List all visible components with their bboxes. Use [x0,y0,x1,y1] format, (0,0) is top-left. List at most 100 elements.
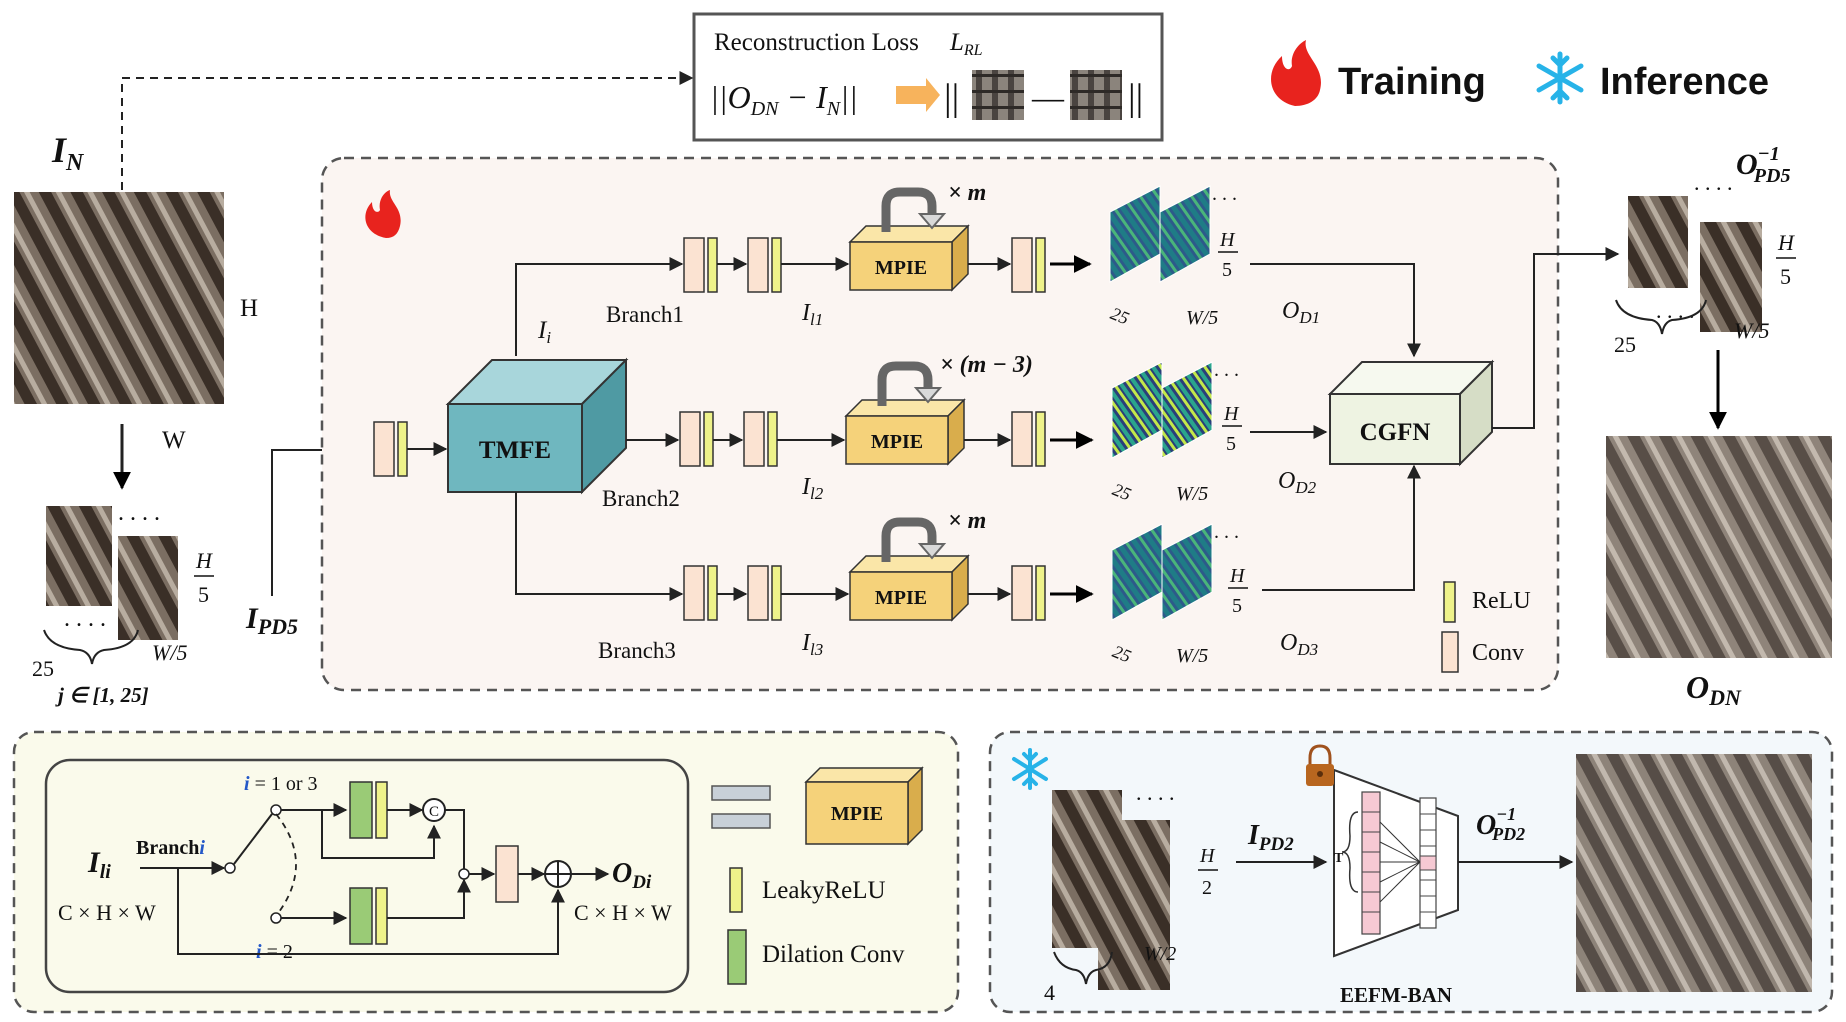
i2-label: i = 2 [256,941,293,963]
relu-block [1035,237,1046,293]
branch3-wire [515,492,684,601]
flame-icon [1271,40,1321,106]
leakyrelu-block [375,887,388,945]
pd-subimage-1 [46,506,112,606]
branch1-row: Il1 MPIE × m [683,180,1092,329]
conv-block [679,411,701,467]
conv-block [495,845,519,903]
denoised-output-image [1606,436,1832,658]
dims-in: C × H × W [58,900,156,925]
training-flame-icon [365,190,401,238]
pd2-den: 2 [1202,877,1212,899]
tmfe-block: TMFE [445,357,629,495]
residual-skip [177,868,565,955]
loss-symbol: LRL [949,29,983,59]
eefm-ban-block: T EEFM-BAN [1306,744,1459,1007]
switch-node [224,862,236,874]
loss-bars-right: || [1128,77,1143,119]
snowflake-icon [1536,51,1584,105]
il2-label: Il2 [801,474,824,503]
relu-block [767,411,778,467]
input-height-label: H [240,295,258,322]
merge-node [458,868,470,880]
conv-block [743,411,765,467]
equals-bar-top [711,785,771,801]
dilation-legend-swatch [727,929,747,985]
fm-dots: . . . [1214,521,1239,543]
odi-label: ODi [612,858,652,893]
opd5-subimage-2 [1700,222,1762,332]
repeat-2: × (m − 3) [940,352,1033,378]
relu-block [703,411,714,467]
input-width-label: W [162,427,186,454]
relu-block [397,421,408,477]
legend-inference: Inference [1536,51,1769,105]
opd5-h: H [1777,230,1795,255]
od1-wire [1250,263,1421,358]
relu-legend-swatch [1443,581,1456,623]
feature-map-3: H 5 W/5 25 . . . [1110,521,1248,667]
pd-count: 25 [32,656,54,681]
dilation-conv-block [349,887,373,945]
mpie-block-2 [845,415,949,465]
concat-label: C [429,804,439,820]
pd-h-den: 5 [198,582,209,607]
repeat-1: × m [948,180,986,206]
fm-dots: . . . [1214,359,1239,381]
pd2-count: 4 [1044,980,1055,1005]
conv-legend-swatch [1441,631,1459,673]
odn-label: ODN [1686,669,1742,710]
switch-dashed [275,813,297,917]
mpie-label: MPIE [875,257,927,279]
conv-block [747,237,769,293]
opd5-subimage-1 [1628,196,1688,288]
relu-block [1035,411,1046,467]
feature-map-1: H 5 W/5 25 . . . [1108,183,1238,329]
ipd2-label: IPD2 [1247,820,1294,855]
mpie-label: MPIE [871,431,923,453]
switch-arm [233,813,273,865]
fm-w: W/5 [1176,645,1208,667]
target-thumbnail [1070,70,1122,120]
pd-dots-bottom: . . . . [64,606,106,632]
pd-dots-top: . . . . [118,500,160,526]
upper-skip [321,810,441,859]
conv-legend-label: Conv [1472,640,1524,666]
od2-label: OD2 [1278,468,1317,497]
inference-output-image [1576,754,1812,992]
lock-icon [1306,744,1334,786]
opd5-w: W/5 [1734,318,1769,343]
output-thumbnail [972,70,1024,120]
training-label: Training [1338,61,1486,103]
fm-den: 5 [1222,259,1232,281]
loop-arrow-icon [877,361,933,406]
conv-block [1011,411,1033,467]
loss-bars-left: || [944,77,959,119]
leakyrelu-block [375,781,388,839]
conv-block [373,421,395,477]
tmfe-label: TMFE [479,437,551,464]
loss-title: Reconstruction Loss [714,29,919,56]
ipd5-label: IPD5 [245,602,298,639]
branch3-row: Il3 MPIE × m [683,508,1094,659]
legend-training: Training [1271,40,1486,106]
ii-label: Ii [537,317,551,347]
dilation-legend-label: Dilation Conv [762,941,905,968]
opd5-brace [1615,299,1707,335]
dilation-conv-block [349,781,373,839]
inference-snowflake-icon [1012,748,1048,790]
j-range: j ∈ [1, 25] [55,683,149,707]
conv-block [1011,565,1033,621]
branch2-label: Branch2 [602,486,680,511]
relu-block [707,565,718,621]
equals-bar-bottom [711,813,771,829]
input-section: IN H W . . . . . . . . H 5 W/5 25 j ∈ [1… [14,71,694,707]
t-label: T [1334,851,1344,866]
arrow-right-icon [896,78,940,112]
training-panel: TMFE Ii Branch1 Branch2 Branch3 Il1 MPIE… [320,156,1560,692]
conv-block [683,237,705,293]
